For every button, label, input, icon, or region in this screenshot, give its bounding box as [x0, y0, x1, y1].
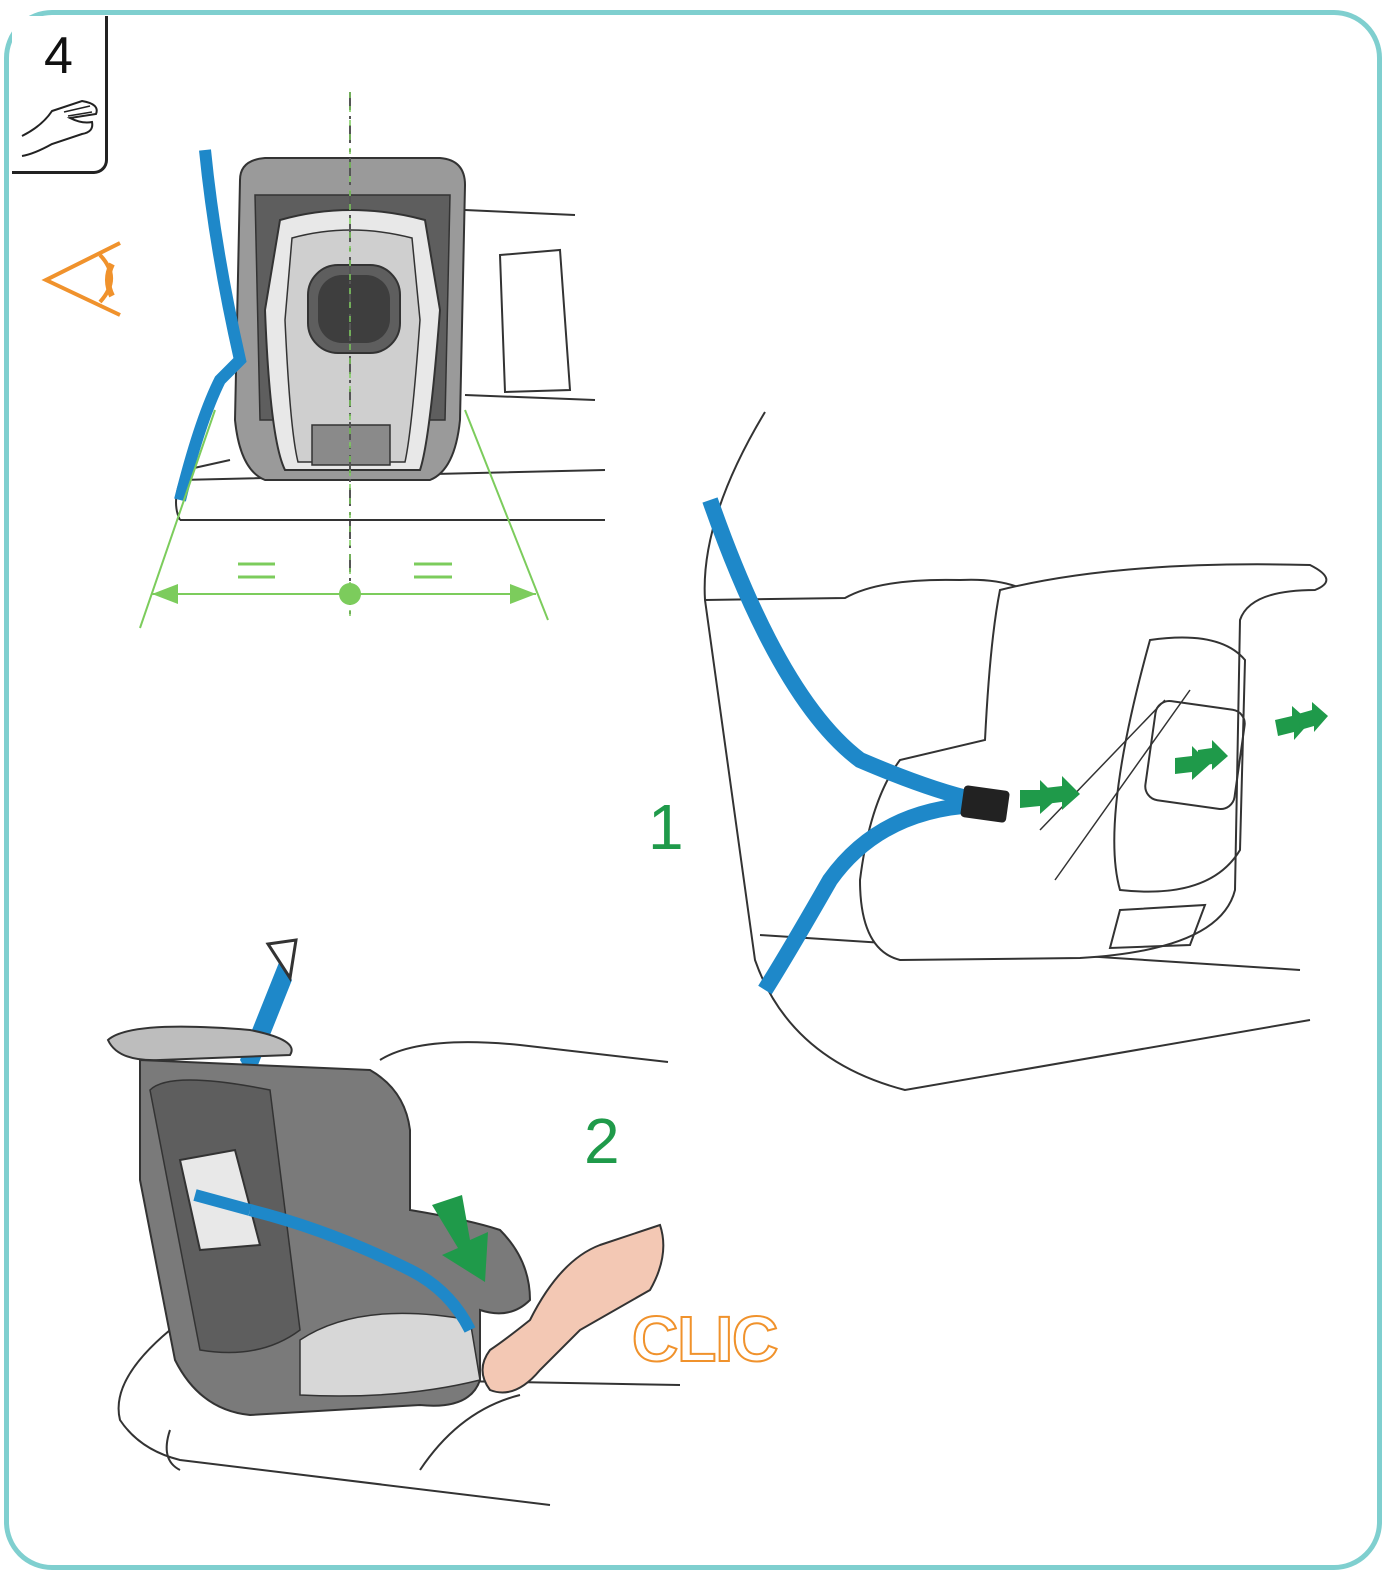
hand-pressing-buckle: [481, 1223, 665, 1394]
click-illustration: [106, 938, 681, 1506]
click-sound-label: CLIC: [631, 1302, 779, 1376]
lap-belt-strap: [248, 1204, 476, 1333]
belt-strap: [174, 149, 247, 502]
step-label-two: 2: [584, 1105, 620, 1177]
step-number: 4: [44, 27, 73, 85]
belt-buckle: [960, 785, 1010, 823]
hand-icon: [21, 99, 98, 157]
front-view-illustration: [139, 92, 606, 629]
headrest-outline: [498, 248, 572, 394]
arrow-icon: [1020, 702, 1328, 814]
centre-point-marker: [339, 583, 361, 605]
step-label-one: 1: [648, 791, 684, 863]
equal-sign-right: [414, 562, 452, 579]
step-badge: [12, 16, 108, 174]
side-child-seat: [858, 563, 1328, 962]
eye-icon: [41, 241, 121, 317]
side-belt-strap: [702, 497, 977, 808]
belt-guide-hook: [265, 938, 298, 983]
upper-belt-strap: [240, 960, 292, 1080]
equal-sign-left: [238, 562, 275, 579]
side-view-illustration: [702, 411, 1328, 1092]
arrow-icon: [432, 1195, 488, 1282]
